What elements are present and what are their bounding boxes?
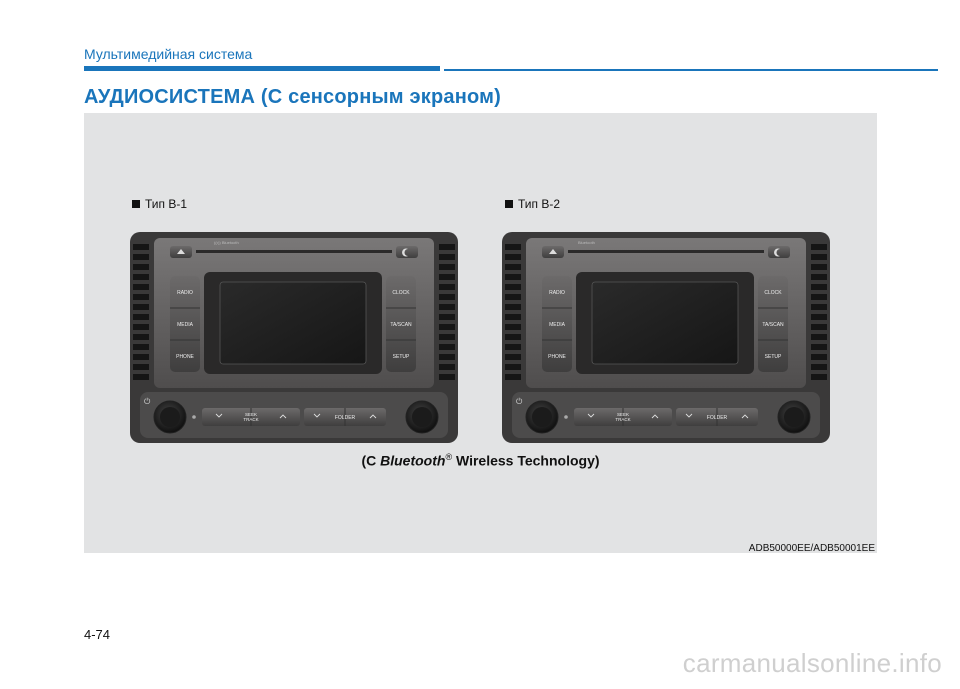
svg-text:TRACK: TRACK <box>615 417 630 422</box>
air-vent-right <box>439 244 455 380</box>
caption-suffix: Wireless Technology) <box>452 452 600 469</box>
page-title: АУДИОСИСТЕМА (С сенсорным экраном) <box>84 86 502 108</box>
folder-up-icon <box>369 414 377 419</box>
seek-track-label: SEEK <box>245 412 257 417</box>
watermark: carmanualsonline.info <box>682 648 942 678</box>
bullet-square-icon <box>505 200 513 208</box>
caption-reg-mark: ® <box>445 452 453 462</box>
svg-text:TRACK: TRACK <box>243 417 258 422</box>
type-label-2: Тип B-2 <box>505 197 560 211</box>
brand-text: Bluetooth <box>578 240 595 245</box>
moon-icon <box>774 248 780 257</box>
air-vent-right <box>811 244 827 380</box>
media-button[interactable]: MEDIA <box>177 322 194 328</box>
section-label: Мультимедийная система <box>84 46 253 62</box>
head-unit-b1: ((•)) Bluetooth RADIO MEDIA PHONE CLOCK … <box>130 232 458 443</box>
caption-prefix: (С <box>361 452 381 469</box>
power-icon: ⏻ <box>516 397 523 406</box>
figure-panel: Тип B-1 Тип B-2 <box>84 113 877 554</box>
setup-button[interactable]: SETUP <box>393 354 410 360</box>
caption-brand: Bluetooth <box>380 452 446 469</box>
image-code: ADB50000EE/ADB50001EE <box>748 543 875 554</box>
brand-text: ((•)) Bluetooth <box>214 240 239 245</box>
folder-down-icon <box>313 413 321 418</box>
touch-screen <box>219 281 367 365</box>
media-button[interactable]: MEDIA <box>549 322 566 328</box>
page-number: 4-74 <box>84 627 111 642</box>
seek-up-icon <box>651 414 659 419</box>
eject-icon <box>549 249 557 254</box>
head-unit-b2: Bluetooth RADIO MEDIA PHONE CLOCK TA/SCA… <box>502 232 830 443</box>
seek-down-icon <box>587 413 595 418</box>
seek-down-icon <box>215 413 223 418</box>
type-label-text: Тип B-1 <box>145 197 188 211</box>
clock-button[interactable]: CLOCK <box>764 290 782 296</box>
radio-button[interactable]: RADIO <box>177 290 193 296</box>
type-label-text: Тип B-2 <box>518 197 561 211</box>
moon-icon <box>402 248 408 257</box>
phone-button[interactable]: PHONE <box>176 354 194 360</box>
bullet-square-icon <box>132 200 140 208</box>
radio-button[interactable]: RADIO <box>549 290 565 296</box>
ta-scan-button[interactable]: TA/SCAN <box>762 322 784 328</box>
touch-screen <box>591 281 739 365</box>
folder-up-icon <box>741 414 749 419</box>
header-rule-thin <box>444 69 938 71</box>
power-icon: ⏻ <box>144 397 151 406</box>
clock-button[interactable]: CLOCK <box>392 290 410 296</box>
figure-caption: (С Bluetooth® Wireless Technology) <box>84 452 877 469</box>
folder-down-icon <box>685 413 693 418</box>
seek-up-icon <box>279 414 287 419</box>
seek-track-label: SEEK <box>617 412 629 417</box>
air-vent-left <box>133 244 149 380</box>
eject-icon <box>177 249 185 254</box>
folder-label: FOLDER <box>707 415 728 421</box>
folder-label: FOLDER <box>335 415 356 421</box>
type-label-1: Тип B-1 <box>132 197 187 211</box>
phone-button[interactable]: PHONE <box>548 354 566 360</box>
ta-scan-button[interactable]: TA/SCAN <box>390 322 412 328</box>
header-rule-thick <box>84 66 440 71</box>
setup-button[interactable]: SETUP <box>765 354 782 360</box>
air-vent-left <box>505 244 521 380</box>
